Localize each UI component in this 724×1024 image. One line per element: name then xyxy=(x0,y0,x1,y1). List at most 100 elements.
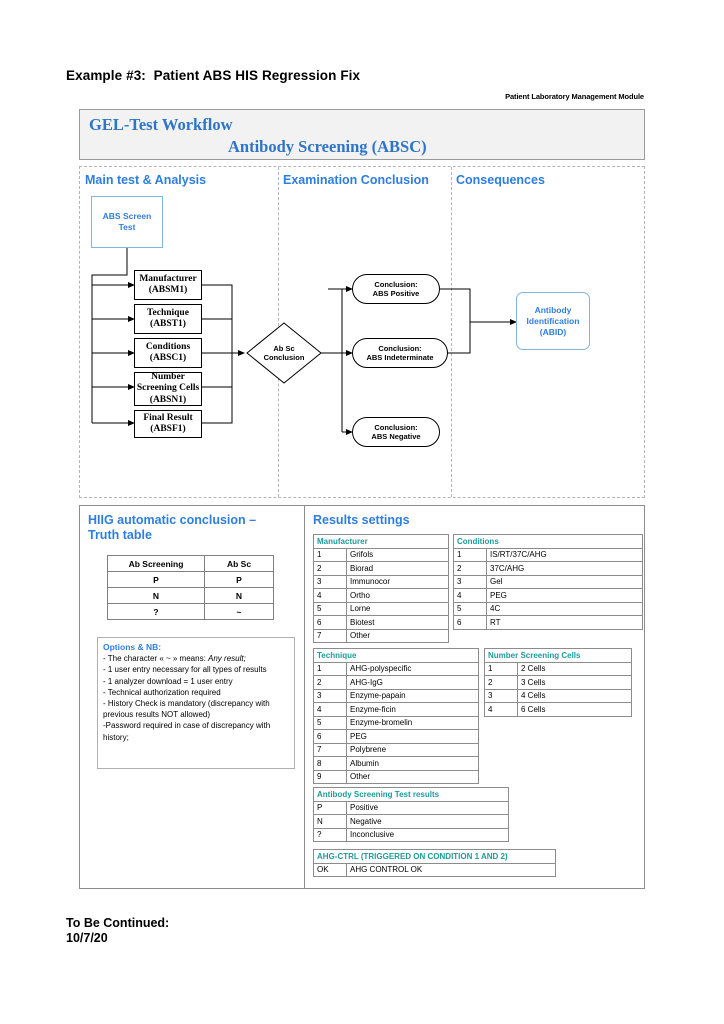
options-nb-italic: Any result; xyxy=(208,654,246,664)
truth-table: Ab Screening Ab Sc P P N N ? ~ xyxy=(107,555,274,620)
truth-cell: ? xyxy=(107,603,205,620)
options-nb-line-0: - The character « ~ » means: Any result; xyxy=(103,654,246,664)
cell-key: 4 xyxy=(484,702,518,717)
results-table-header: Conditions xyxy=(453,534,643,549)
truth-table-heading: HIIG automatic conclusion – Truth table xyxy=(88,513,257,542)
options-nb-line-3: - Technical authorization required xyxy=(103,687,221,697)
flow-column-header-main: Main test & Analysis xyxy=(85,173,207,187)
flow-node-number-screening-cells[interactable]: Number Screening Cells (ABSN1) xyxy=(134,372,202,406)
table-row: P P xyxy=(107,571,274,588)
cell-value: Immunocor xyxy=(346,574,449,589)
cell-value: Negative xyxy=(346,814,509,829)
truth-cell: P xyxy=(204,571,274,588)
cell-value: Albumin xyxy=(346,756,479,771)
table-header-row: Manufacturer xyxy=(313,534,449,549)
truth-cell: N xyxy=(204,587,274,604)
cell-value: Biotest xyxy=(346,615,449,630)
page-title: Example #3: Patient ABS HIS Regression F… xyxy=(66,68,361,83)
module-label: Patient Laboratory Management Module xyxy=(505,92,644,101)
results-table-header: Antibody Screening Test results xyxy=(313,787,509,802)
cell-key: 1 xyxy=(453,547,487,562)
flow-column-header-consequences: Consequences xyxy=(456,173,545,187)
options-nb-line-2: - 1 analyzer download = 1 user entry xyxy=(103,676,233,686)
cell-key: 5 xyxy=(313,601,347,616)
flow-node-abs-screen-test[interactable]: ABS Screen Test xyxy=(91,196,163,248)
flow-node-final-result[interactable]: Final Result (ABSF1) xyxy=(134,410,202,438)
table-header-row: Number Screening Cells xyxy=(484,648,632,663)
cell-key: 3 xyxy=(313,688,347,703)
options-nb-line-4: - History Check is mandatory (discrepanc… xyxy=(103,699,270,720)
cell-value: 4 Cells xyxy=(517,688,632,703)
settings-panel-divider xyxy=(304,506,305,888)
cell-key: 2 xyxy=(313,561,347,576)
cell-value: AHG-IgG xyxy=(346,675,479,690)
cell-value: Positive xyxy=(346,800,509,815)
flow-column-header-examination: Examination Conclusion xyxy=(283,173,429,187)
flow-node-conclusion-abs-negative[interactable]: Conclusion: ABS Negative xyxy=(352,417,440,447)
cell-value: Ortho xyxy=(346,588,449,603)
cell-key: 5 xyxy=(313,715,347,730)
cell-value: Other xyxy=(346,769,479,784)
table-header-row: Ab Screening Ab Sc xyxy=(107,555,274,572)
flow-node-manufacturer[interactable]: Manufacturer (ABSM1) xyxy=(134,270,202,300)
cell-value: Polybrene xyxy=(346,742,479,757)
flow-node-conclusion-abs-positive[interactable]: Conclusion: ABS Positive xyxy=(352,274,440,304)
table-row: ? ~ xyxy=(107,603,274,620)
flow-node-conditions[interactable]: Conditions (ABSC1) xyxy=(134,338,202,368)
cell-key: 7 xyxy=(313,628,347,643)
cell-value: AHG-polyspecific xyxy=(346,661,479,676)
cell-key: 6 xyxy=(313,729,347,744)
workflow-banner: GEL-Test Workflow Antibody Screening (AB… xyxy=(79,109,645,160)
cell-key: 2 xyxy=(313,675,347,690)
flow-node-technique[interactable]: Technique (ABST1) xyxy=(134,304,202,334)
cell-value: Lorne xyxy=(346,601,449,616)
cell-value: Enzyme-bromelin xyxy=(346,715,479,730)
cell-key: 7 xyxy=(313,742,347,757)
cell-key: 4 xyxy=(313,588,347,603)
flow-node-conclusion-abs-indeterminate[interactable]: Conclusion: ABS Indeterminate xyxy=(352,338,448,368)
cell-key: 3 xyxy=(484,688,518,703)
results-table-header: Technique xyxy=(313,648,479,663)
banner-title-primary: GEL-Test Workflow xyxy=(89,115,233,134)
table-row: ?Inconclusive xyxy=(313,827,509,842)
table-header-row: Conditions xyxy=(453,534,643,549)
results-table-header: AHG-CTRL (TRIGGERED ON CONDITION 1 AND 2… xyxy=(313,849,556,864)
cell-value: Enzyme-papain xyxy=(346,688,479,703)
cell-value: 2 Cells xyxy=(517,661,632,676)
cell-value: PEG xyxy=(346,729,479,744)
cell-value: Enzyme-ficin xyxy=(346,702,479,717)
options-nb-title: Options & NB: xyxy=(103,642,162,652)
cell-key: 4 xyxy=(453,588,487,603)
cell-key: 2 xyxy=(484,675,518,690)
cell-value: Inconclusive xyxy=(346,827,509,842)
truth-table-header-ab-sc: Ab Sc xyxy=(204,555,274,572)
settings-panel: HIIG automatic conclusion – Truth table … xyxy=(79,505,645,889)
flow-node-ab-sc-conclusion[interactable]: Ab Sc Conclusion xyxy=(246,322,322,384)
results-table-ahg-ctrl: AHG-CTRL (TRIGGERED ON CONDITION 1 AND 2… xyxy=(313,849,556,877)
flow-node-antibody-identification[interactable]: Antibody Identification (ABID) xyxy=(516,292,590,350)
workflow-diagram-panel: Main test & Analysis Examination Conclus… xyxy=(79,166,645,498)
cell-key: 2 xyxy=(453,561,487,576)
cell-value: Grifols xyxy=(346,547,449,562)
